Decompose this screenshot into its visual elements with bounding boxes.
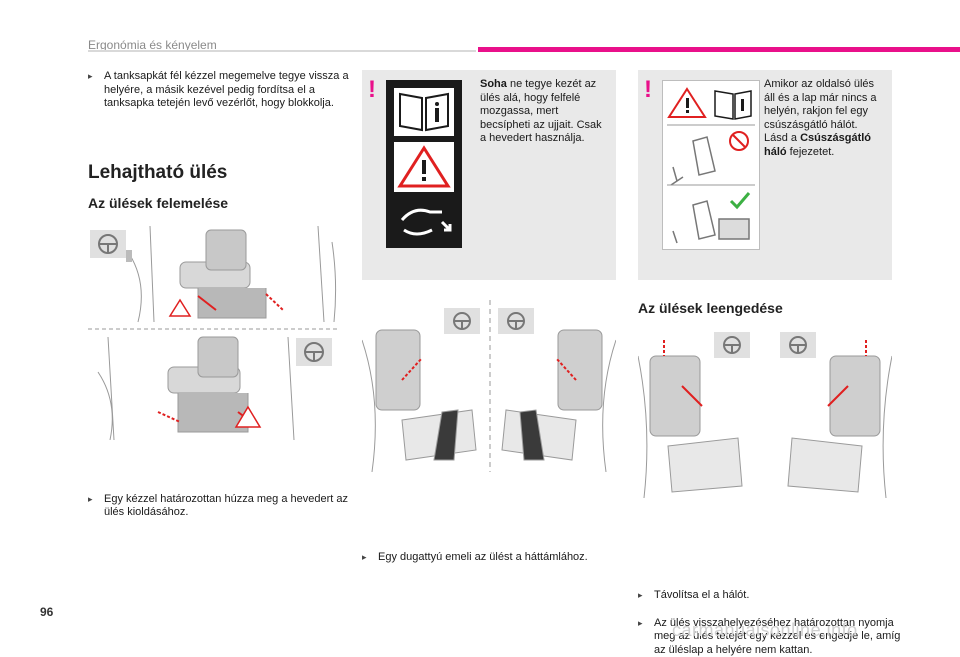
figure-piston-seats [362,300,616,472]
warning-mark: ! [644,76,652,104]
manual-book-icon [715,91,751,119]
steering-wheel-icon [90,230,132,262]
steering-wheel-icon [714,332,750,358]
page-number: 96 [40,605,53,619]
warning-mark: ! [368,76,376,104]
pictogram-panel [662,80,760,250]
warning-text-net: Amikor az oldalsó ülés áll és a lap már … [764,78,884,159]
steering-wheel-icon [498,308,534,334]
warning-box-net: ! [638,70,892,280]
warning-box-fingers: ! Soha ne tegye kezét az ülés alá, h [362,70,616,280]
raise-bullet: Egy kézzel határozottan húzza meg a heve… [88,493,356,520]
watermark: carmanualsonline.info [672,620,858,641]
lower-bullet-1: Távolítsa el a hálót. [638,589,908,603]
section-heading-lower: Az ülések leengedése [638,300,783,316]
warning-triangle-icon [394,142,454,192]
intro-bullet: A tanksapkát fél kézzel megemelve tegye … [88,70,362,111]
illustration-bottom [98,337,294,440]
warning-triangle-icon [669,89,705,117]
page-title: Lehajtható ülés [88,162,227,184]
figure-raise-seats [88,222,340,440]
section-heading-raise: Az ülések felemelése [88,195,228,211]
warning-text-fingers: Soha ne tegye kezét az ülés alá, hogy fe… [480,78,606,146]
no-sign-icon [730,132,748,150]
figure-lower-seats [638,326,892,498]
steering-wheel-icon [444,308,480,334]
header-accent-bar [478,47,960,52]
pictogram-panel [386,80,462,248]
steering-wheel-icon [780,332,816,358]
illustration-top [128,226,336,322]
hand-pinch-icon [394,198,454,242]
check-icon [731,193,749,207]
header-divider [88,50,476,52]
manual-book-icon [394,88,454,136]
steering-wheel-icon [296,338,332,366]
piston-bullet: Egy dugattyú emeli az ülést a háttámláho… [362,551,632,565]
